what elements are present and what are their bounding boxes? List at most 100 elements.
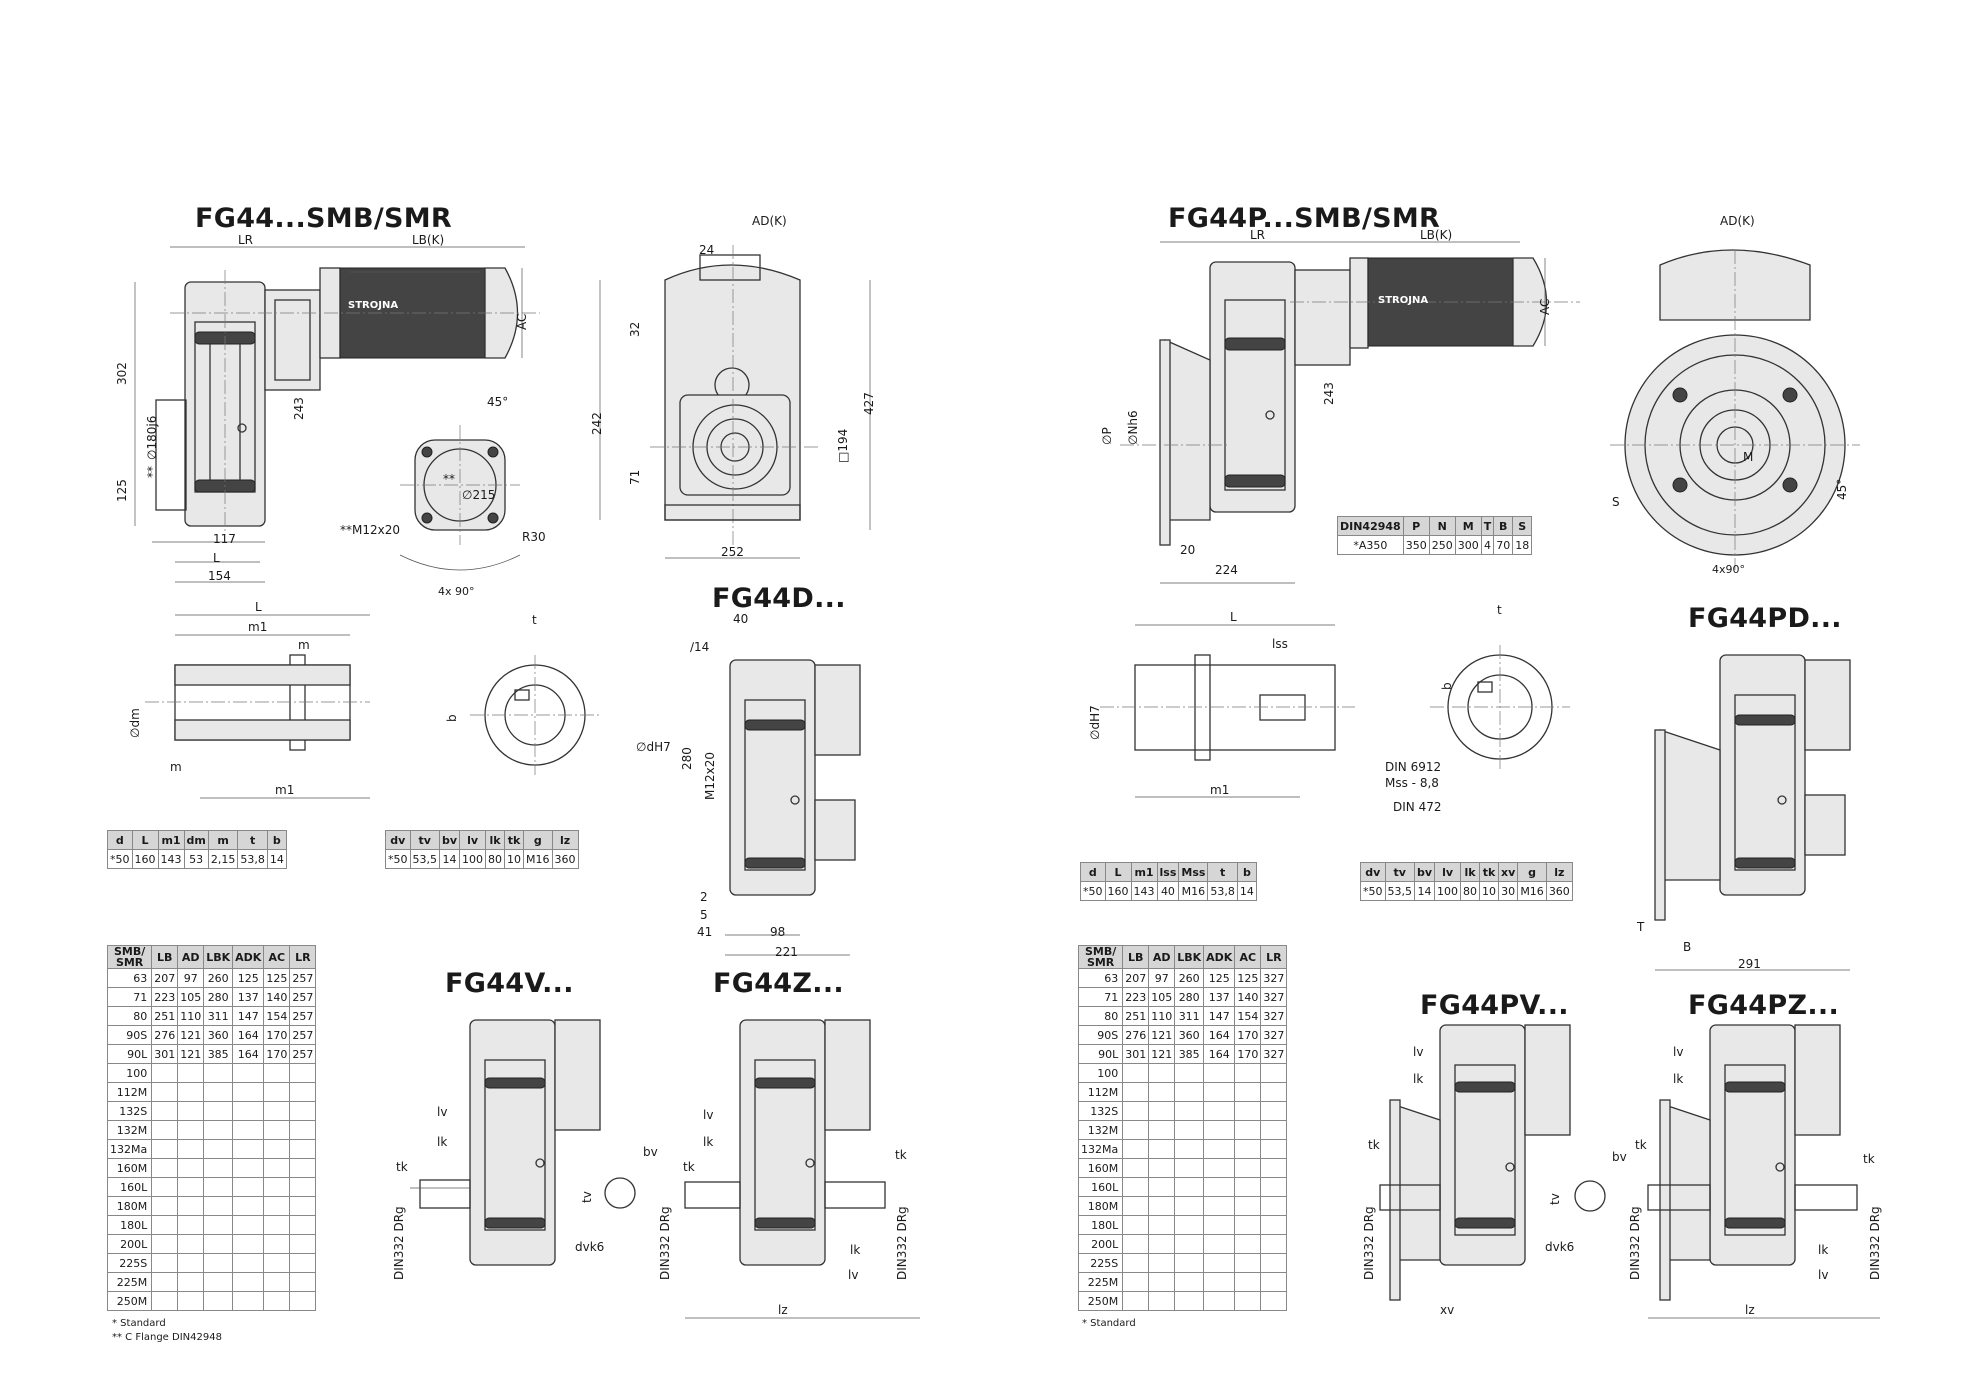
table-cell <box>1234 1063 1262 1083</box>
table-cell: 140 <box>263 987 291 1007</box>
table-cell: 164 <box>1203 1025 1236 1045</box>
dim-pz-din: DIN332 DRg <box>1628 1206 1642 1280</box>
table-cell: 147 <box>1203 1006 1236 1026</box>
table-cell <box>289 1101 317 1121</box>
table-row: 180M <box>1077 1196 1288 1216</box>
table-cell <box>1260 1063 1288 1083</box>
table-cell <box>1122 1158 1150 1178</box>
table-cell <box>263 1196 291 1216</box>
dim-pv-bv: bv <box>1612 1150 1627 1164</box>
table-cell: 160 <box>131 849 159 869</box>
table-cell: 300 <box>1454 535 1482 555</box>
table-header-cell: T <box>1480 516 1495 536</box>
table-cell <box>203 1215 234 1235</box>
table-cell <box>1234 1291 1262 1311</box>
fg44pd-view <box>1654 654 1851 921</box>
table-cell <box>1122 1196 1150 1216</box>
table-cell <box>289 1177 317 1197</box>
table-cell: 112M <box>106 1082 153 1102</box>
table-cell <box>151 1177 179 1197</box>
dim-v-tk: tk <box>396 1160 408 1174</box>
table-cell: 90L <box>1077 1044 1124 1064</box>
table-cell <box>1260 1196 1288 1216</box>
note-standard-left: * Standard <box>112 1318 166 1329</box>
table-header-cell: b <box>266 830 287 850</box>
title-fg44-smb: FG44...SMB/SMR <box>195 203 453 234</box>
table-cell: 80 <box>1460 881 1481 901</box>
table-header-cell: tk <box>1479 862 1500 882</box>
table-cell: 225M <box>106 1272 153 1292</box>
dim-d-41: 41 <box>697 925 713 939</box>
dim-z-tk2: tk <box>895 1148 907 1162</box>
table-cell <box>1148 1253 1176 1273</box>
dim-r-20: 20 <box>1180 543 1196 557</box>
table-cell <box>1234 1158 1262 1178</box>
dim-pz-lv: lv <box>1673 1045 1684 1059</box>
table-cell: 132Ma <box>106 1139 153 1159</box>
dim-star2: ** <box>443 472 455 486</box>
table-cell <box>177 1234 205 1254</box>
table-cell <box>1122 1291 1150 1311</box>
motor-brand-label: STROJNA <box>1378 295 1429 306</box>
table-header-cell: Mss <box>1178 862 1209 882</box>
dim-24: 24 <box>699 243 715 257</box>
table-header-cell: t <box>237 830 268 850</box>
table-cell: 97 <box>1148 968 1176 988</box>
table-cell: 140 <box>1234 987 1262 1007</box>
table-cell <box>1122 1063 1150 1083</box>
table-cell: 276 <box>151 1025 179 1045</box>
table-cell: 257 <box>289 1025 317 1045</box>
table-cell <box>151 1063 179 1083</box>
table-cell: 10 <box>1479 881 1500 901</box>
table-cell: 160 <box>1104 881 1132 901</box>
table-cell: 2,15 <box>207 849 239 869</box>
table-cell <box>232 1291 265 1311</box>
table-row: 132S <box>106 1101 317 1121</box>
dim-shaft-m1: m1 <box>248 620 268 634</box>
table-cell <box>1122 1177 1150 1197</box>
table-row: 225S <box>106 1253 317 1273</box>
dim-pz-lv2: lv <box>1818 1268 1829 1282</box>
table-header-cell: AC <box>263 945 291 969</box>
dim-r-nh6: ∅Nh6 <box>1126 410 1140 445</box>
table-cell <box>263 1063 291 1083</box>
table-cell: 280 <box>1174 987 1205 1007</box>
table-cell: 80 <box>106 1006 153 1026</box>
table-cell: 110 <box>1148 1006 1176 1026</box>
table-header-cell: b <box>1236 862 1257 882</box>
table-cell: 327 <box>1260 1025 1288 1045</box>
table-cell <box>1148 1234 1176 1254</box>
table-cell: 200L <box>106 1234 153 1254</box>
dim-m12: **M12x20 <box>340 523 400 537</box>
title-fg44d: FG44D... <box>712 583 846 614</box>
table-cell <box>1148 1120 1176 1140</box>
table-row: 100 <box>106 1063 317 1083</box>
table-header-cell: g <box>523 830 553 850</box>
title-fg44pz: FG44PZ... <box>1688 990 1840 1021</box>
table-cell: 53 <box>183 849 209 869</box>
table-cell <box>1148 1082 1176 1102</box>
table-cell: M16 <box>1178 881 1209 901</box>
dim-rs-m1: m1 <box>1210 783 1230 797</box>
table-cell <box>263 1120 291 1140</box>
table-cell: 180M <box>106 1196 153 1216</box>
table-cell: 301 <box>1122 1044 1150 1064</box>
table-header-cell: M <box>1454 516 1482 536</box>
dim-pv-din: DIN332 DRg <box>1362 1206 1376 1280</box>
table-cell: 14 <box>438 849 461 869</box>
dim-v-lv: lv <box>437 1105 448 1119</box>
table-cell <box>1234 1215 1262 1235</box>
table-cell: 164 <box>232 1044 265 1064</box>
table-cell: 121 <box>1148 1025 1176 1045</box>
table-cell <box>1234 1234 1262 1254</box>
table-cell <box>151 1234 179 1254</box>
dim-243: 243 <box>292 397 306 420</box>
table-header-cell: lss <box>1156 862 1180 882</box>
table-row: 180L <box>1077 1215 1288 1235</box>
